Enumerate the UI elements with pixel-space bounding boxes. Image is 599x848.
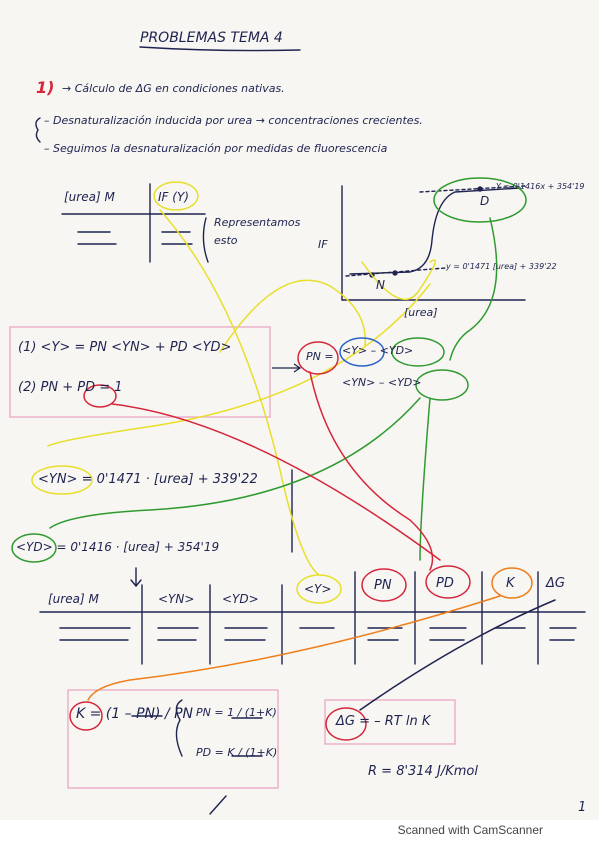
orange-connector — [87, 595, 501, 701]
scanner-footer: Scanned with CamScanner — [0, 820, 599, 848]
highlight-k — [69, 701, 103, 731]
pn-numerator: <Y> – <YD> — [342, 344, 414, 357]
plot-label-D: D — [480, 194, 490, 208]
plot-fit-D: Y = 0'1416x + 354'19 — [496, 182, 585, 191]
highlight-yn — [31, 465, 93, 495]
equations-box — [9, 326, 271, 418]
small-table-col1: [urea] M — [64, 190, 115, 204]
data-point — [477, 186, 483, 192]
pn-in-terms-of-k: PN = 1 / (1+K) — [196, 706, 277, 719]
pd-in-terms-of-k: PD = K / (1+K) — [196, 746, 278, 759]
big-table-rows — [59, 627, 577, 641]
scanner-watermark: Scanned with CamScanner — [397, 823, 543, 837]
page-number: 1 — [578, 800, 587, 815]
dg-connector — [359, 599, 556, 711]
green-connector-2 — [419, 397, 431, 561]
title-underline — [139, 46, 301, 52]
green-to-yd — [49, 397, 421, 529]
highlight-pd-eq2 — [83, 384, 117, 408]
pn-denominator: <YN> – <YD> — [342, 376, 422, 389]
red-connector-2 — [111, 403, 441, 561]
intro-line-2: – Desnaturalización inducida por urea → … — [44, 114, 423, 127]
big-table-header-yd: <YD> — [222, 592, 259, 606]
equations-arrow — [272, 363, 302, 373]
intro-brace — [35, 117, 41, 143]
yellow-to-yn — [47, 283, 431, 447]
big-table-header-dg: ΔG — [546, 576, 565, 591]
yn-fit: <YN> = 0'1471 · [urea] + 339'22 — [38, 472, 258, 487]
big-table-header-yn: <YN> — [158, 592, 195, 606]
handwritten-drawings — [9, 46, 586, 815]
small-table-note-1: Representamos — [214, 216, 301, 229]
sigmoid-curve — [349, 187, 521, 275]
big-table-header-pd: PD — [436, 576, 454, 591]
equation-2: (2) PN + PD = 1 — [18, 380, 123, 395]
yellow-connector-2 — [219, 279, 366, 353]
scribble-mark — [209, 795, 227, 815]
highlight-pd-header — [425, 565, 471, 599]
step-number: 1) — [36, 78, 55, 97]
small-table-col2: IF (Y) — [158, 190, 189, 204]
big-table-header-pn: PN — [374, 578, 392, 593]
highlight-yd-num — [391, 337, 445, 367]
highlight-yd-den — [415, 369, 469, 401]
highlight-pn-header — [361, 568, 407, 602]
yellow-loop-N — [361, 259, 437, 301]
plot-label-N: N — [376, 278, 385, 292]
k-brace — [175, 699, 183, 757]
data-point — [392, 270, 398, 276]
yellow-connector — [159, 209, 319, 575]
plot-fit-N: y = 0'1471 [urea] + 339'22 — [446, 262, 557, 271]
big-table-header-y: <Y> — [304, 582, 332, 596]
big-table-header-urea: [urea] M — [48, 592, 99, 606]
highlight-D — [433, 177, 527, 223]
green-connector — [449, 217, 498, 361]
intro-line-1: → Cálculo de ΔG en condiciones nativas. — [62, 82, 285, 95]
dg-box — [324, 699, 456, 745]
highlight-y-header — [296, 574, 342, 604]
k-equation: K = (1 – PN) / PN — [76, 706, 193, 722]
plot-x-label: [urea] — [404, 306, 438, 319]
highlight-yd — [11, 533, 57, 563]
small-table-rows — [77, 231, 193, 245]
small-table-note-2: esto — [214, 234, 238, 247]
big-table-header-k: K — [506, 576, 515, 591]
equation-1: (1) <Y> = PN <YN> + PD <YD> — [18, 340, 232, 355]
k-box — [67, 689, 279, 789]
red-connector — [309, 371, 434, 571]
highlight-y-num — [339, 337, 385, 367]
dg-formula: ΔG = – RT ln K — [336, 714, 431, 729]
notebook-page — [0, 0, 599, 820]
highlight-if-circle — [153, 181, 199, 211]
yd-fit: <YD> = 0'1416 · [urea] + 354'19 — [16, 540, 220, 554]
pn-label: PN = — [306, 350, 334, 363]
plot-y-label: IF — [318, 238, 328, 251]
down-arrow — [130, 567, 142, 588]
highlight-pn — [297, 341, 339, 375]
highlight-dg — [325, 707, 367, 741]
small-table-brace — [202, 217, 209, 263]
highlight-k-header — [491, 567, 533, 599]
r-constant: R = 8'314 J/Kmol — [368, 764, 478, 779]
intro-line-3: – Seguimos la desnaturalización por medi… — [44, 142, 388, 155]
page-title: PROBLEMAS TEMA 4 — [140, 30, 283, 46]
